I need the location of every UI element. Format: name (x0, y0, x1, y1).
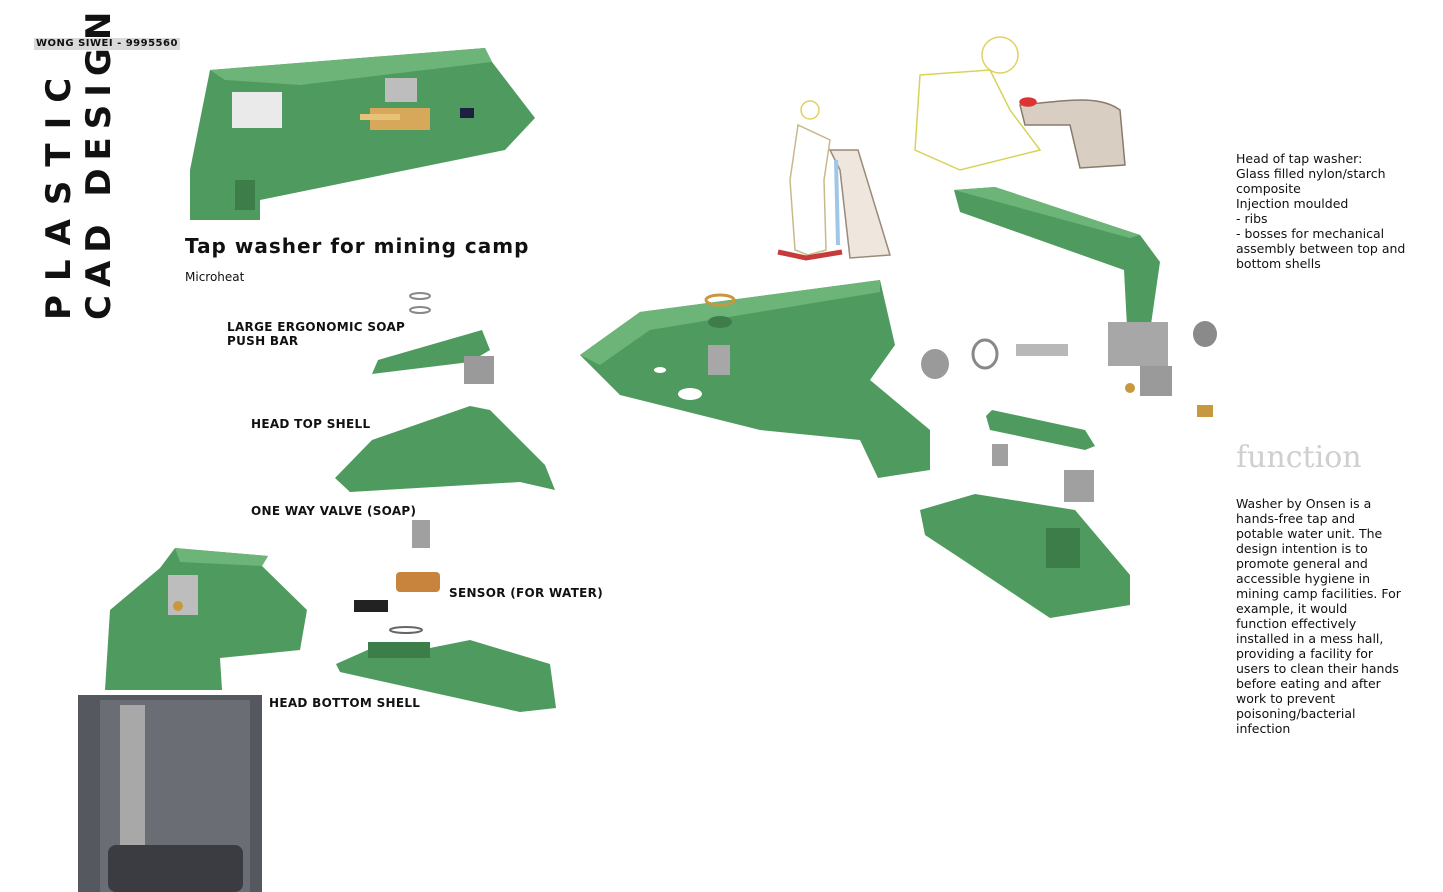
label-head-bottom-shell: HEAD BOTTOM SHELL (269, 696, 421, 710)
vertical-title-line1: PLASTIC (39, 63, 79, 320)
label-soap-push-bar: LARGE ERGONOMIC SOAP PUSH BAR (227, 320, 406, 348)
function-heading: function (1236, 440, 1362, 475)
head-section-render (190, 48, 535, 220)
exploded-parts-render (335, 292, 556, 712)
push-bar-parts-render (920, 187, 1217, 618)
label-one-way-valve: ONE WAY VALVE (SOAP) (251, 504, 417, 518)
label-sensor: SENSOR (FOR WATER) (449, 586, 604, 600)
usage-sketches (777, 36, 1126, 261)
head-description: Head of tap washer: Glass filled nylon/s… (1236, 151, 1406, 271)
page-title: Tap washer for mining camp (185, 234, 530, 258)
author-credit: WONG SIWEI - 9995560 (34, 38, 180, 50)
function-description: Washer by Onsen is a hands-free tap and … (1236, 496, 1401, 736)
large-head-render (580, 280, 930, 478)
page-subtitle: Microheat (185, 270, 245, 284)
vertical-title-line2: CAD DESIGN (79, 3, 119, 320)
assembled-unit-render (78, 548, 307, 892)
label-head-top-shell: HEAD TOP SHELL (251, 417, 371, 431)
